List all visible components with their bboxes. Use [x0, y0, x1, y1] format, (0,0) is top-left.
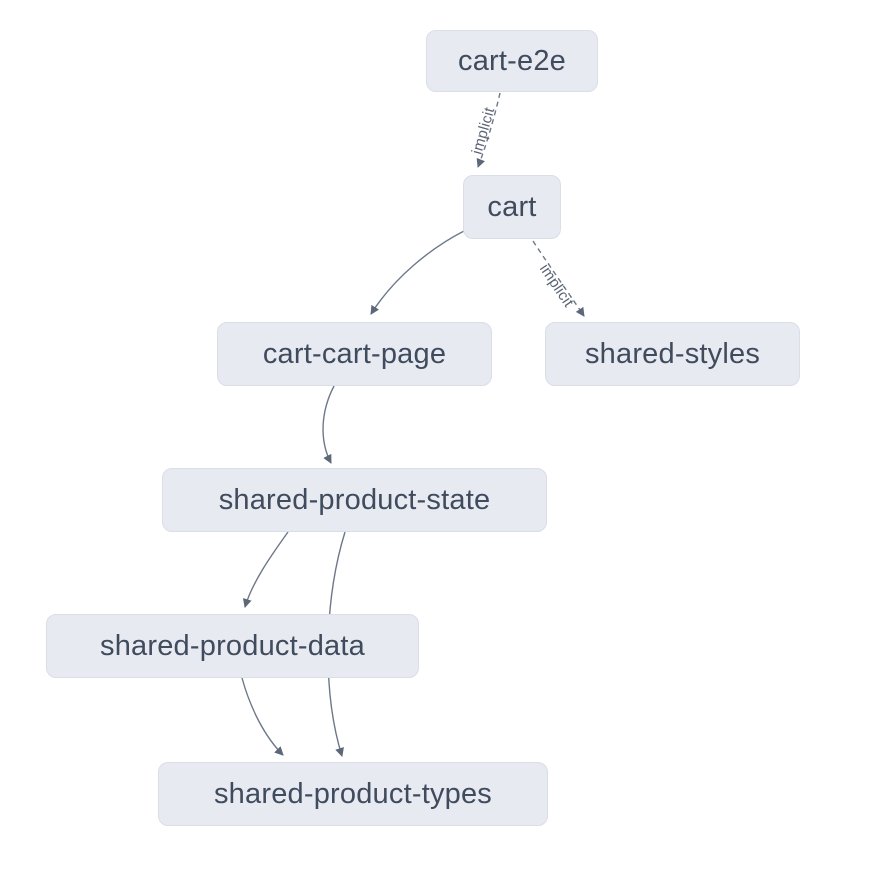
node-cart-e2e[interactable]: cart-e2e	[426, 30, 598, 92]
edge-cart-cart-cart-page	[370, 230, 465, 315]
node-shared-product-types[interactable]: shared-product-types	[158, 762, 548, 826]
edge-cart-e2e-cart	[476, 92, 501, 168]
edge-shared-product-state-shared-product-data	[242, 531, 289, 608]
edge-cart-cart-page-shared-product-state	[322, 385, 335, 464]
edge-shared-product-data-shared-product-types	[241, 677, 284, 756]
node-cart-cart-page[interactable]: cart-cart-page	[217, 322, 492, 386]
node-shared-product-state[interactable]: shared-product-state	[162, 468, 547, 532]
edge-label-cart-shared-styles: implicit	[536, 261, 577, 311]
node-shared-product-data[interactable]: shared-product-data	[46, 614, 419, 678]
edge-label-cart-e2e-cart: implicit	[469, 105, 499, 157]
edge-cart-shared-styles	[532, 240, 585, 317]
node-shared-styles[interactable]: shared-styles	[545, 322, 800, 386]
node-cart[interactable]: cart	[463, 175, 561, 239]
